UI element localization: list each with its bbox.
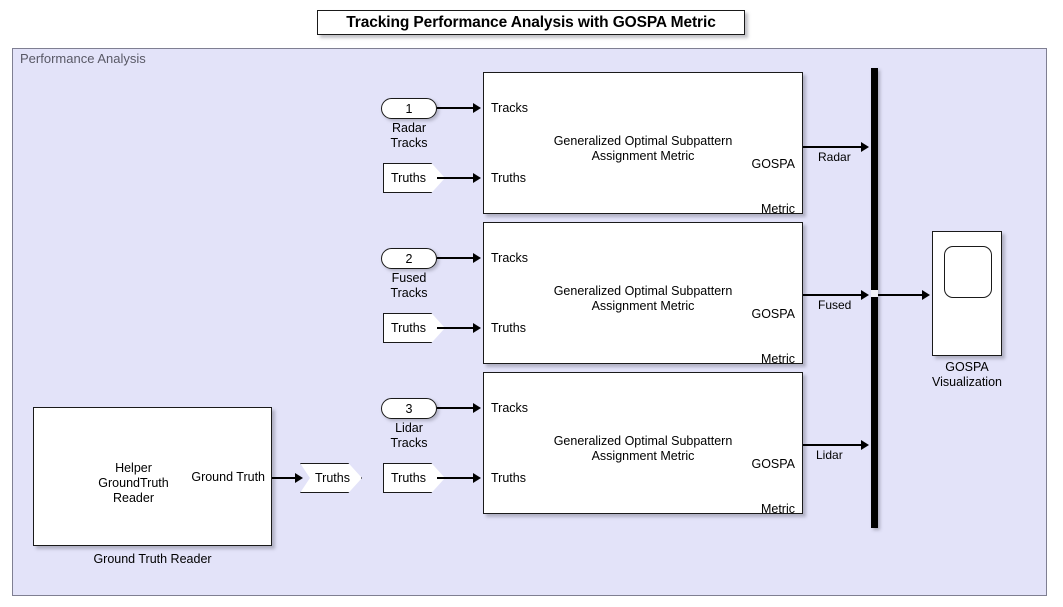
signal-label-fused: Fused xyxy=(818,298,852,312)
arrow-block1-tracks xyxy=(473,103,481,113)
gospa-block-lidar-output-line2: Metric xyxy=(760,502,795,516)
inport-2-caption-line2: Tracks xyxy=(390,286,428,300)
arrow-bus-fused xyxy=(861,290,869,300)
gospa-block-radar-title-line2: Assignment Metric xyxy=(591,149,695,163)
wire-from3-to-block3 xyxy=(437,477,475,479)
gospa-block-radar-output: GOSPA Metric xyxy=(705,127,795,247)
scope-screen-icon xyxy=(944,246,992,298)
wire-inport1-to-block1 xyxy=(437,107,475,109)
gospa-block-radar-output-line1: GOSPA xyxy=(751,157,795,171)
inport-2-caption-line1: Fused xyxy=(391,271,427,285)
arrow-block1-truths xyxy=(473,173,481,183)
inport-1[interactable]: 1 xyxy=(381,98,437,119)
gospa-block-radar-input-truths: Truths xyxy=(491,171,526,185)
inport-1-caption: Radar Tracks xyxy=(364,121,454,151)
ground-truth-reader-body-line1: Helper xyxy=(115,461,152,475)
inport-3-caption: Lidar Tracks xyxy=(364,421,454,451)
signal-label-lidar: Lidar xyxy=(816,448,843,462)
wire-from2-to-block2 xyxy=(437,327,475,329)
signal-label-radar: Radar xyxy=(818,150,851,164)
inport-1-caption-line2: Tracks xyxy=(390,136,428,150)
wire-bus-to-scope xyxy=(878,294,925,296)
arrow-bus-lidar xyxy=(861,440,869,450)
gospa-block-fused-output-line2: Metric xyxy=(760,352,795,366)
wire-inport2-to-block2 xyxy=(437,257,475,259)
gospa-block-lidar-title-line2: Assignment Metric xyxy=(591,449,695,463)
gospa-block-lidar-input-tracks: Tracks xyxy=(491,401,529,415)
gospa-block-fused-title-line1: Generalized Optimal Subpattern xyxy=(553,284,733,298)
wire-block3-to-bus xyxy=(803,444,865,446)
gospa-block-lidar-output: GOSPA Metric xyxy=(705,427,795,547)
arrow-block2-tracks xyxy=(473,253,481,263)
bus-junction-marker xyxy=(871,288,878,299)
inport-2-caption: Fused Tracks xyxy=(364,271,454,301)
gospa-block-fused-title: Generalized Optimal Subpattern Assignmen… xyxy=(484,284,802,314)
gospa-block-fused[interactable]: Generalized Optimal Subpattern Assignmen… xyxy=(483,222,803,366)
wire-block1-to-bus xyxy=(803,146,865,148)
arrow-block3-truths xyxy=(473,473,481,483)
subsystem-label: Performance Analysis xyxy=(20,51,146,66)
arrow-block2-truths xyxy=(473,323,481,333)
gospa-block-fused-output: GOSPA Metric xyxy=(705,277,795,397)
gospa-block-lidar-title: Generalized Optimal Subpattern Assignmen… xyxy=(484,434,802,464)
ground-truth-reader-caption: Ground Truth Reader xyxy=(93,552,212,566)
ground-truth-reader-block[interactable]: Helper GroundTruth Reader Ground Truth xyxy=(33,407,272,546)
arrow-block3-tracks xyxy=(473,403,481,413)
arrow-scope-input xyxy=(922,290,930,300)
ground-truth-reader-output-label: Ground Truth xyxy=(191,470,265,484)
gospa-block-fused-title-line2: Assignment Metric xyxy=(591,299,695,313)
wire-reader-to-goto xyxy=(272,477,299,479)
arrow-bus-radar xyxy=(861,142,869,152)
goto-tag-truths[interactable]: Truths xyxy=(300,463,362,493)
wire-inport3-to-block3 xyxy=(437,407,475,409)
scope-caption: GOSPA Visualization xyxy=(897,360,1037,390)
gospa-block-lidar-input-truths: Truths xyxy=(491,471,526,485)
page-title: Tracking Performance Analysis with GOSPA… xyxy=(317,10,745,35)
gospa-block-fused-input-truths: Truths xyxy=(491,321,526,335)
gospa-block-radar[interactable]: Generalized Optimal Subpattern Assignmen… xyxy=(483,72,803,216)
scope-caption-line2: Visualization xyxy=(932,375,1002,389)
gospa-block-radar-title-line1: Generalized Optimal Subpattern xyxy=(553,134,733,148)
gospa-block-radar-title: Generalized Optimal Subpattern Assignmen… xyxy=(484,134,802,164)
gospa-visualization-scope[interactable] xyxy=(932,231,1002,356)
gospa-block-fused-input-tracks: Tracks xyxy=(491,251,529,265)
ground-truth-reader-body: Helper GroundTruth Reader xyxy=(34,461,233,506)
inport-1-caption-line1: Radar xyxy=(391,121,427,135)
arrow-goto-truths xyxy=(295,473,303,483)
inport-2[interactable]: 2 xyxy=(381,248,437,269)
from-tag-truths-3[interactable]: Truths xyxy=(383,463,445,493)
from-tag-truths-1[interactable]: Truths xyxy=(383,163,445,193)
gospa-block-radar-output-line2: Metric xyxy=(760,202,795,216)
gospa-block-fused-output-line1: GOSPA xyxy=(751,307,795,321)
gospa-block-radar-input-tracks: Tracks xyxy=(491,101,529,115)
gospa-block-lidar-output-line1: GOSPA xyxy=(751,457,795,471)
inport-3-caption-line2: Tracks xyxy=(390,436,428,450)
scope-caption-line1: GOSPA xyxy=(945,360,989,374)
gospa-block-lidar[interactable]: Generalized Optimal Subpattern Assignmen… xyxy=(483,372,803,516)
inport-3[interactable]: 3 xyxy=(381,398,437,419)
inport-3-caption-line1: Lidar xyxy=(395,421,423,435)
gospa-block-lidar-title-line1: Generalized Optimal Subpattern xyxy=(553,434,733,448)
from-tag-truths-2[interactable]: Truths xyxy=(383,313,445,343)
wire-block2-to-bus xyxy=(803,294,865,296)
ground-truth-reader-body-line3: Reader xyxy=(113,491,154,505)
ground-truth-reader-body-line2: GroundTruth xyxy=(98,476,169,490)
wire-from1-to-block1 xyxy=(437,177,475,179)
